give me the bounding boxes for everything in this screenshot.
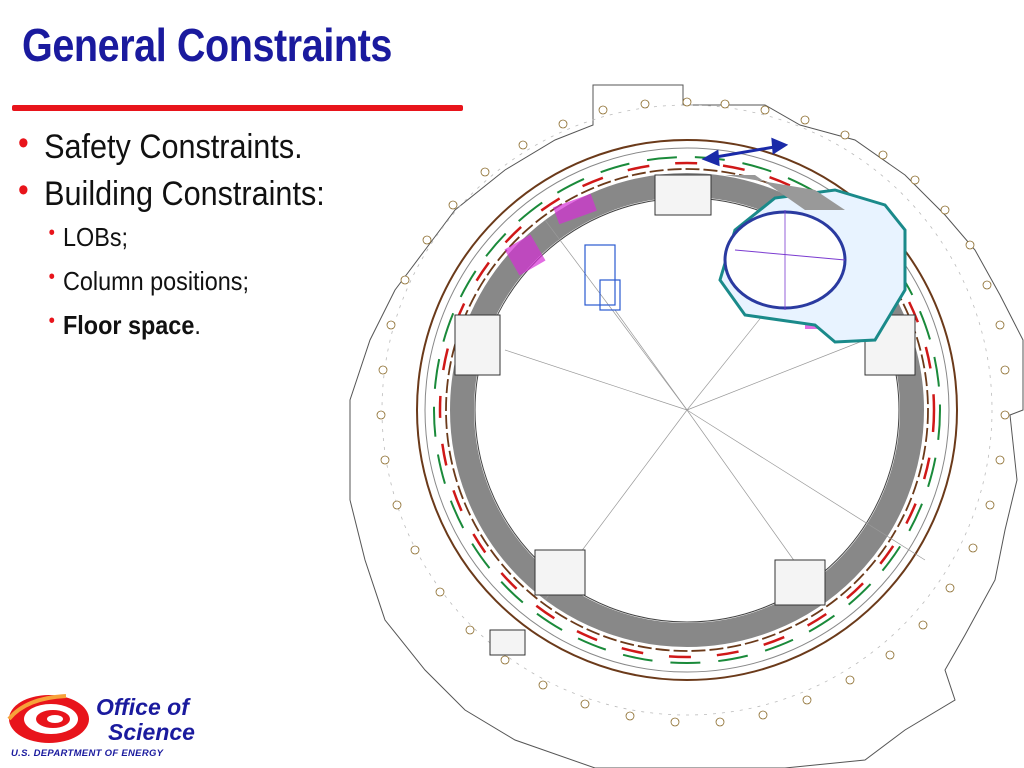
linac-corridor — [725, 175, 845, 210]
sub-bullet-floor-space: Floor space. — [18, 310, 325, 341]
outer-wall-inner — [424, 147, 950, 673]
booster-ring — [718, 188, 907, 344]
bullet-safety-constraints: Safety Constraints. — [18, 124, 325, 167]
office-of-science-logo: Office of Science U.S. DEPARTMENT OF ENE… — [6, 688, 216, 763]
label-ring — [381, 104, 993, 716]
floor-space-period: . — [194, 310, 201, 340]
title-underline — [12, 105, 463, 111]
blue-equipment — [584, 244, 621, 311]
logo-science: Science — [108, 719, 195, 745]
sub-bullet-lobs: LOBs; — [18, 222, 325, 253]
column-markers — [376, 97, 1010, 727]
red-ring — [438, 161, 936, 659]
brown-ring — [445, 168, 929, 652]
floor-space-bold: Floor space — [63, 310, 195, 340]
bullet-building-constraints: Building Constraints: — [18, 171, 325, 214]
sub-bullet-group: LOBs; Column positions; Floor space. — [18, 222, 359, 341]
logo-department: U.S. DEPARTMENT OF ENERGY — [11, 748, 164, 759]
outer-wall — [416, 139, 958, 681]
bullet-building-label: Building Constraints: — [44, 175, 325, 213]
doe-swirl-icon — [7, 694, 89, 743]
distance-arrow — [701, 137, 789, 167]
service-buildings — [454, 174, 916, 656]
ring-floor-plan — [349, 84, 1024, 768]
sub-bullet-list: LOBs; Column positions; Floor space. — [18, 222, 359, 341]
green-ring — [433, 156, 941, 664]
bullet-list: Safety Constraints. Building Constraints… — [18, 124, 359, 354]
sub-bullet-column-positions: Column positions; — [18, 266, 325, 297]
logo-office-of: Office of — [96, 694, 189, 720]
slide-title: General Constraints — [22, 19, 392, 71]
